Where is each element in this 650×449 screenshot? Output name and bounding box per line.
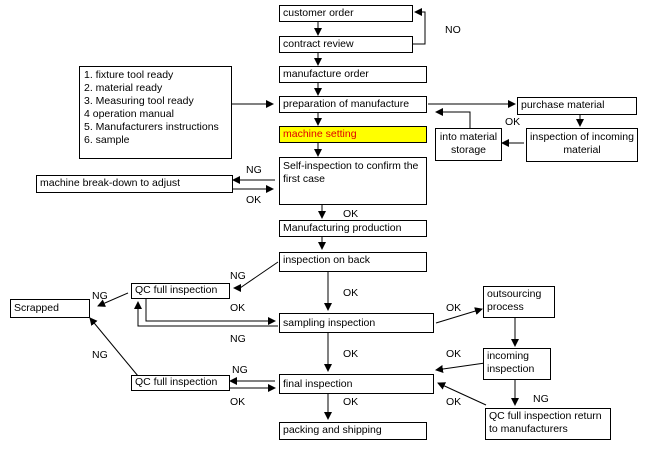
incoming-inspection-text: incoming inspection: [487, 350, 535, 375]
label-ok-qc2: OK: [230, 396, 246, 408]
prep-list-item: 5. Manufacturers instructions: [84, 121, 219, 133]
arrow-qc2-ng-scrapped: [89, 317, 139, 377]
arrow-qc-return-ok-to-final: [437, 382, 487, 406]
label-ng-sampling: NG: [230, 333, 246, 345]
label-ng-qc2-scrapped: NG: [92, 349, 108, 361]
machine-breakdown-box: machine break-down to adjust: [36, 175, 233, 193]
arrow-review-no-loop: [412, 8, 426, 45]
qc-full-inspection-1-text: QC full inspection: [135, 284, 218, 296]
incoming-inspection-box: incoming inspection: [483, 348, 551, 380]
qc-return-text: QC full inspection return to manufacture…: [489, 410, 602, 435]
qc-full-inspection-2-text: QC full inspection: [135, 376, 218, 388]
machine-setting-box: machine setting: [279, 126, 427, 143]
label-no: NO: [445, 24, 461, 36]
prep-list-item: 3. Measuring tool ready: [84, 95, 194, 107]
packing-shipping-box: packing and shipping: [279, 422, 427, 440]
into-material-storage-box: into material storage: [435, 128, 502, 161]
scrapped-box: Scrapped: [10, 299, 90, 318]
prep-list-item: 2. material ready: [84, 82, 163, 94]
prep-list-item: 1. fixture tool ready: [84, 69, 174, 81]
prep-list-item: 4 operation manual: [84, 108, 174, 120]
scrapped-text: Scrapped: [14, 302, 59, 314]
arrow-storage-to-preparation: [435, 108, 471, 130]
qc-full-inspection-2-box: QC full inspection: [131, 375, 230, 391]
label-ok-incoming: OK: [446, 348, 462, 360]
arrow-sampling-to-outsourcing: [435, 307, 483, 324]
sampling-inspection-text: sampling inspection: [283, 317, 376, 329]
label-ok-outsourcing: OK: [446, 302, 462, 314]
outsourcing-process-box: outsourcing process: [483, 286, 555, 318]
label-ok-qc-return: OK: [446, 396, 462, 408]
self-inspection-text: Self-inspection to confirm the first cas…: [283, 160, 419, 185]
arrow-inspection-on-back-ng: [233, 261, 279, 292]
label-ok-final: OK: [343, 348, 359, 360]
contract-review-box: contract review: [279, 36, 413, 53]
label-ng-inspection-back: NG: [230, 270, 246, 282]
arrow-sampling-back-to-qc1: [134, 301, 278, 327]
inspection-on-back-text: inspection on back: [283, 254, 370, 266]
manufacture-order-box: manufacture order: [279, 66, 427, 83]
qc-full-inspection-1-box: QC full inspection: [131, 283, 230, 299]
qc-return-box: QC full inspection return to manufacture…: [485, 408, 611, 440]
label-ok-qc1: OK: [230, 302, 246, 314]
inspection-incoming-material-text: inspection of incoming material: [530, 131, 634, 156]
manufacture-order-text: manufacture order: [283, 68, 369, 80]
final-inspection-box: final inspection: [279, 374, 434, 394]
inspection-on-back-box: inspection on back: [279, 252, 427, 272]
prep-list-item: 6. sample: [84, 134, 130, 146]
packing-shipping-text: packing and shipping: [283, 424, 382, 436]
self-inspection-box: Self-inspection to confirm the first cas…: [279, 157, 427, 205]
machine-breakdown-text: machine break-down to adjust: [40, 177, 181, 189]
contract-review-text: contract review: [283, 38, 354, 50]
machine-setting-text: machine setting: [283, 128, 357, 140]
arrow-qc1-ok-to-sampling: [145, 298, 276, 325]
inspection-incoming-material-box: inspection of incoming material: [526, 128, 638, 162]
label-ok-sampling: OK: [343, 287, 359, 299]
outsourcing-process-text: outsourcing process: [487, 288, 542, 313]
preparation-text: preparation of manufacture: [283, 98, 410, 110]
preparation-box: preparation of manufacture: [279, 96, 427, 113]
label-ok-packing: OK: [343, 396, 359, 408]
manufacturing-production-box: Manufacturing production: [279, 220, 427, 237]
label-ng-self-inspection: NG: [246, 164, 262, 176]
purchase-material-box: purchase material: [517, 97, 637, 115]
label-ng-qc1-scrapped: NG: [92, 290, 108, 302]
label-ok-storage: OK: [505, 116, 521, 128]
label-ok-breakdown: OK: [246, 194, 262, 206]
arrow-incoming-ok-to-final: [435, 362, 486, 373]
label-ng-final: NG: [232, 364, 248, 376]
label-ok-production: OK: [343, 208, 359, 220]
customer-order-box: customer order: [279, 5, 413, 22]
label-ng-incoming: NG: [533, 393, 549, 405]
arrow-qc1-ng-scrapped: [97, 292, 129, 307]
into-material-storage-text: into material storage: [439, 131, 498, 156]
preparation-list-box: 1. fixture tool ready 2. material ready …: [79, 66, 232, 159]
purchase-material-text: purchase material: [521, 99, 605, 111]
manufacturing-production-text: Manufacturing production: [283, 222, 402, 234]
sampling-inspection-box: sampling inspection: [279, 313, 434, 333]
final-inspection-text: final inspection: [283, 378, 353, 390]
customer-order-text: customer order: [283, 7, 354, 19]
